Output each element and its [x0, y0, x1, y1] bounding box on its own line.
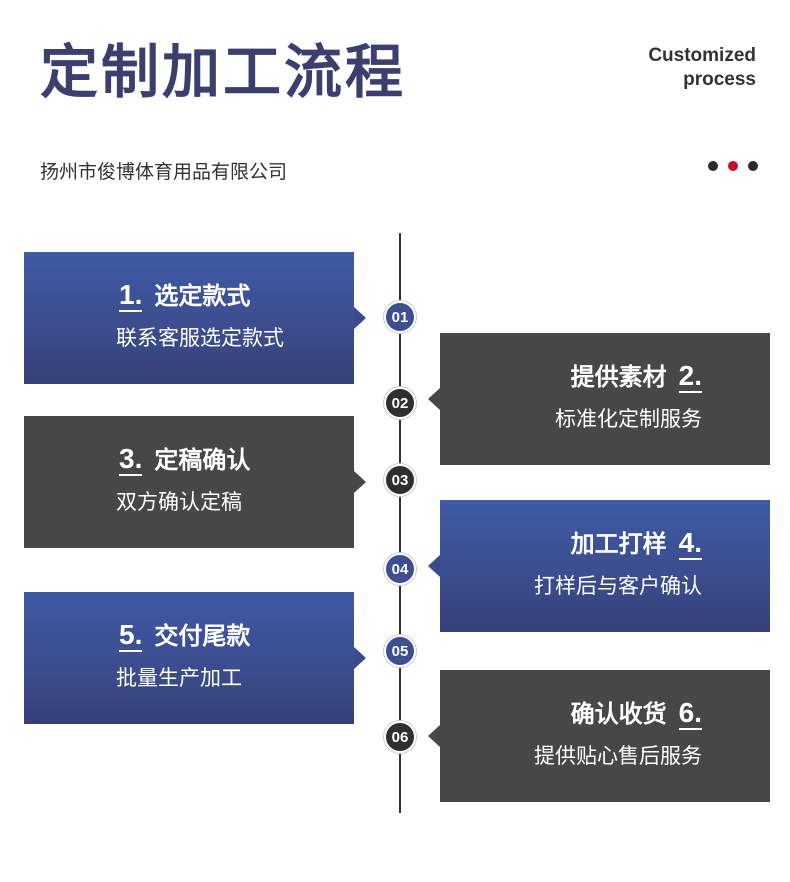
step-card-6: 确认收货 6. 提供贴心售后服务 — [428, 670, 770, 802]
step-title: 定稿确认 — [154, 446, 251, 474]
step-number: 5. — [119, 619, 143, 652]
red-dot-icon — [728, 161, 738, 171]
card-pointer — [428, 388, 440, 410]
dot-icon — [748, 161, 758, 171]
english-subtitle-line2: process — [683, 69, 756, 90]
step-title: 加工打样 — [570, 530, 667, 558]
english-subtitle-line1: Customized — [648, 45, 756, 66]
company-name: 扬州市俊博体育用品有限公司 — [40, 161, 288, 183]
step-subtitle: 标准化定制服务 — [555, 407, 702, 431]
step-subtitle: 联系客服选定款式 — [116, 326, 284, 350]
timeline-node-06: 06 — [384, 721, 416, 753]
step-card-2: 提供素材 2. 标准化定制服务 — [428, 333, 770, 465]
step-subtitle: 打样后与客户确认 — [534, 574, 702, 598]
card-pointer — [354, 647, 366, 669]
step-number: 4. — [678, 527, 702, 560]
step-heading: 加工打样 4. — [571, 528, 702, 560]
step-card-4: 加工打样 4. 打样后与客户确认 — [428, 500, 770, 632]
step-subtitle: 双方确认定稿 — [116, 490, 242, 514]
step-number: 6. — [678, 697, 702, 730]
timeline-line — [399, 233, 401, 813]
timeline-node-05: 05 — [384, 635, 416, 667]
english-subtitle: Customized process — [648, 44, 756, 92]
card-pointer — [428, 555, 440, 577]
card-pointer — [354, 307, 366, 329]
step-title: 确认收货 — [570, 700, 667, 728]
timeline-node-04: 04 — [384, 553, 416, 585]
step-card-3: 3. 定稿确认 双方确认定稿 — [24, 416, 366, 548]
card-pointer — [354, 471, 366, 493]
step-title: 交付尾款 — [154, 622, 251, 650]
step-heading: 确认收货 6. — [571, 698, 702, 730]
step-subtitle: 批量生产加工 — [116, 666, 242, 690]
timeline-node-02: 02 — [384, 387, 416, 419]
step-number: 2. — [678, 360, 702, 393]
step-heading: 1. 选定款式 — [119, 280, 250, 312]
step-heading: 3. 定稿确认 — [119, 444, 250, 476]
timeline-node-03: 03 — [384, 464, 416, 496]
dot-icon — [708, 161, 718, 171]
step-number: 3. — [119, 443, 143, 476]
step-subtitle: 提供贴心售后服务 — [534, 744, 702, 768]
step-heading: 提供素材 2. — [571, 361, 702, 393]
step-title: 选定款式 — [154, 282, 251, 310]
timeline-node-01: 01 — [384, 301, 416, 333]
step-number: 1. — [119, 279, 143, 312]
step-card-5: 5. 交付尾款 批量生产加工 — [24, 592, 366, 724]
card-pointer — [428, 725, 440, 747]
step-card-1: 1. 选定款式 联系客服选定款式 — [24, 252, 366, 384]
decorative-dots — [708, 161, 758, 171]
step-heading: 5. 交付尾款 — [119, 620, 250, 652]
page-title: 定制加工流程 — [40, 38, 407, 106]
step-title: 提供素材 — [570, 363, 667, 391]
